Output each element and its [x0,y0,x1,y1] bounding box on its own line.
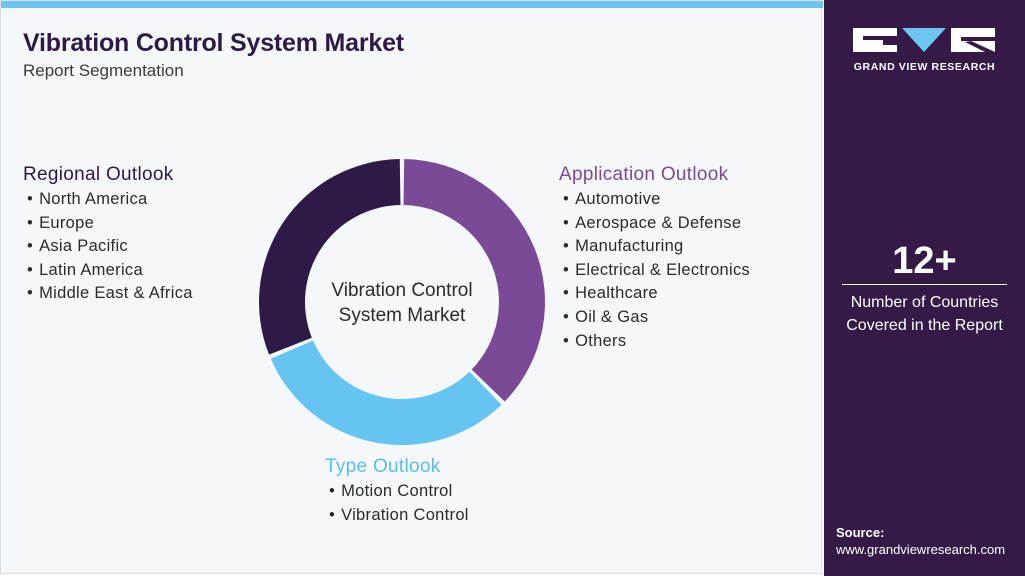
main-panel: Vibration Control System Market Report S… [0,0,822,574]
regional-outlook-item: Middle East & Africa [27,282,193,306]
regional-outlook-item: Asia Pacific [27,235,193,259]
brand-sidebar: GRAND VIEW RESEARCH 12+ Number of Countr… [824,0,1025,576]
type-outlook-item: Motion Control [329,480,469,504]
logo-text: GRAND VIEW RESEARCH [853,61,996,73]
application-outlook-list: AutomotiveAerospace & DefenseManufacturi… [563,188,750,353]
donut-center-line-1: Vibration Control [331,280,473,301]
regional-outlook-list: North AmericaEuropeAsia PacificLatin Ame… [27,188,193,306]
donut-slice-regional [259,159,401,355]
donut-center-line-2: System Market [338,305,466,326]
regional-outlook-item: North America [27,188,193,212]
page-title: Vibration Control System Market [23,29,404,57]
donut-slice-type [270,340,502,445]
application-outlook-item: Electrical & Electronics [563,259,750,283]
country-count: 12+ [892,240,957,282]
application-outlook-heading: Application Outlook [559,164,729,185]
application-outlook-item: Manufacturing [563,235,750,259]
regional-outlook-item: Europe [27,212,193,236]
regional-outlook-item: Latin America [27,259,193,283]
donut-center-label: Vibration Control System Market [302,278,502,328]
application-outlook-item: Others [563,330,750,354]
country-count-description: Number of Countries Covered in the Repor… [824,291,1025,337]
source-label: Source: [836,525,885,540]
segmentation-donut [257,157,547,447]
type-outlook-item: Vibration Control [329,504,469,528]
regional-outlook-heading: Regional Outlook [23,164,174,185]
top-accent-bar [1,1,823,8]
application-outlook-item: Aerospace & Defense [563,212,750,236]
page-subtitle: Report Segmentation [23,61,184,80]
source-url[interactable]: www.grandviewresearch.com [836,542,1006,557]
type-outlook-heading: Type Outlook [325,456,441,477]
donut-slice-application [403,159,545,402]
application-outlook-item: Automotive [563,188,750,212]
application-outlook-item: Healthcare [563,282,750,306]
grand-view-research-logo-icon [853,28,995,52]
stat-description-line-1: Number of Countries [850,294,999,311]
application-outlook-item: Oil & Gas [563,306,750,330]
stat-description-line-2: Covered in the Report [846,317,1003,334]
stat-divider [842,284,1007,285]
